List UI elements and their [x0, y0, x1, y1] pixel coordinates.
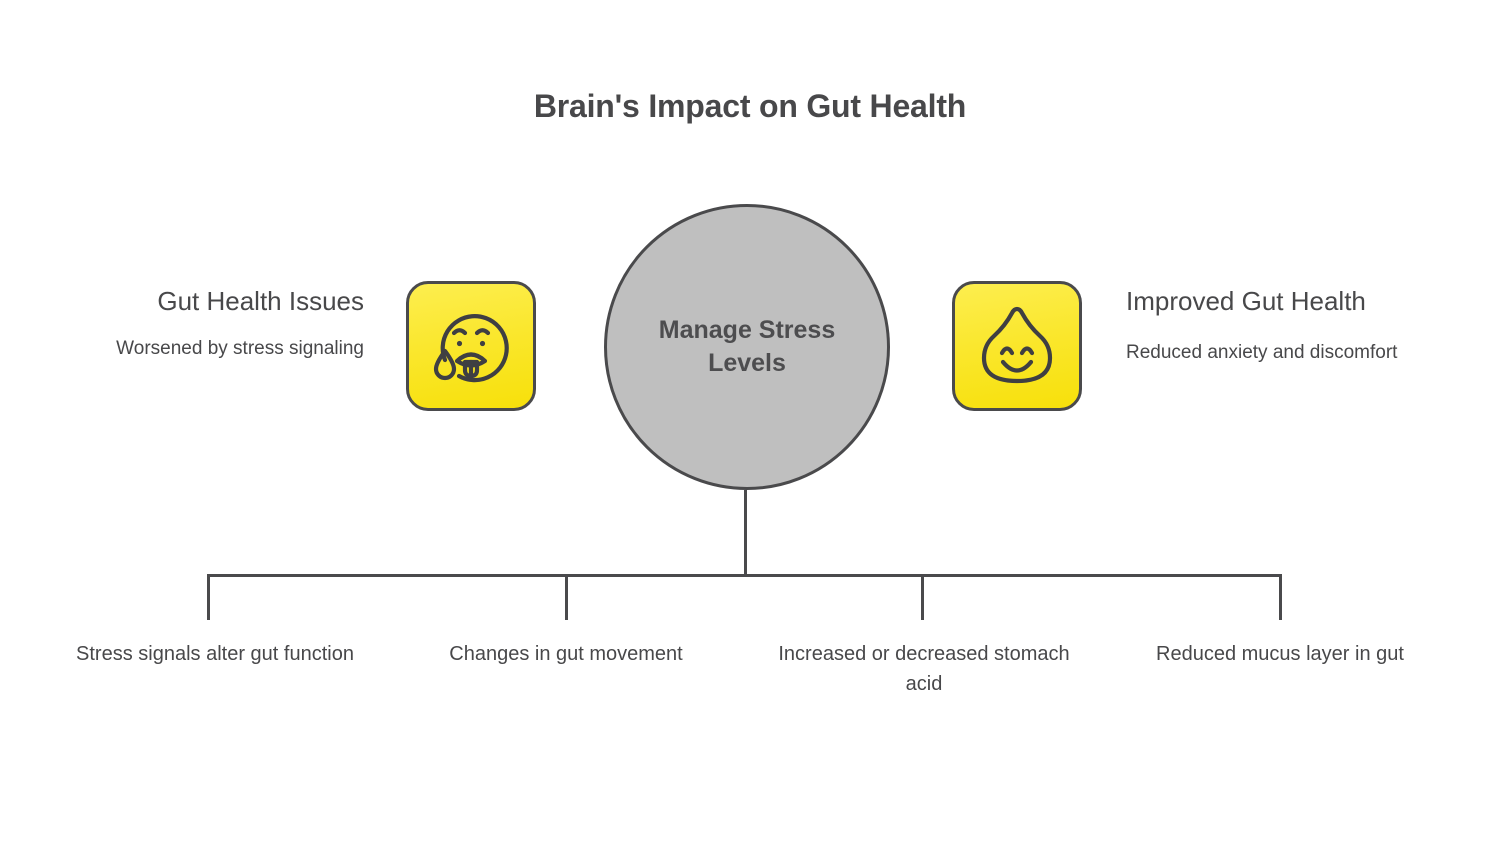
branch-label-1: Stress signals alter gut function — [76, 643, 354, 665]
left-outcome-subtitle: Worsened by stress signaling — [116, 338, 364, 360]
happy-blob-face-icon-tile — [952, 281, 1082, 411]
connector-drop-3 — [921, 574, 924, 620]
right-outcome-title: Improved Gut Health — [1126, 286, 1366, 316]
center-node[interactable]: Manage Stress Levels — [604, 204, 890, 490]
nauseated-face-icon — [423, 298, 519, 394]
connector-drop-2 — [565, 574, 568, 620]
happy-blob-face-icon — [969, 298, 1065, 394]
branch-label-2: Changes in gut movement — [449, 643, 683, 665]
page-title: Brain's Impact on Gut Health — [533, 88, 967, 124]
connector-drop-1 — [207, 574, 210, 620]
nauseated-face-icon-tile — [406, 281, 536, 411]
left-outcome-title: Gut Health Issues — [157, 286, 364, 316]
right-outcome-subtitle: Reduced anxiety and discomfort — [1126, 342, 1398, 364]
branch-label-4: Reduced mucus layer in gut — [1156, 643, 1404, 665]
left-outcome-block: Gut Health Issues Worsened by stress sig… — [64, 285, 364, 363]
branch-label-3: Increased or decreased stomach acid — [778, 643, 1070, 695]
connector-drop-4 — [1279, 574, 1282, 620]
connector-horizontal-bar — [207, 574, 1282, 577]
right-outcome-block: Improved Gut Health Reduced anxiety and … — [1126, 285, 1426, 367]
connector-center-stem — [744, 490, 747, 577]
center-node-label: Manage Stress Levels — [658, 315, 836, 377]
